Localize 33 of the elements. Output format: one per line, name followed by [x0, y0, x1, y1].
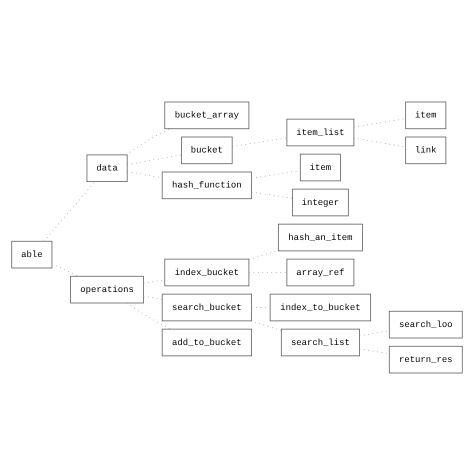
node-box: search_bucket — [162, 293, 252, 321]
node-box: search_loo — [388, 310, 463, 338]
connector — [359, 348, 390, 354]
connector — [232, 136, 288, 146]
connector — [126, 302, 172, 329]
node-box: bucket_array — [164, 101, 250, 129]
node-box: integer — [292, 188, 349, 216]
connector — [143, 278, 165, 284]
node-box: able — [11, 240, 52, 268]
node-box: operations — [70, 275, 144, 303]
connector — [354, 118, 406, 127]
connector — [143, 295, 163, 300]
node-box: bucket — [181, 136, 233, 164]
node-box: search_list — [280, 328, 360, 356]
node-box: array_ref — [286, 258, 354, 286]
node-box: index_bucket — [164, 258, 250, 286]
node-box: add_to_bucket — [162, 328, 252, 356]
node-box: return_res — [388, 345, 463, 373]
connector — [44, 181, 95, 241]
connector — [250, 320, 282, 330]
connector — [52, 262, 78, 276]
connector — [126, 128, 170, 155]
node-box: data — [86, 154, 128, 182]
node-box: index_to_bucket — [270, 293, 372, 321]
node-box: item_list — [286, 118, 354, 146]
node-box: item — [300, 153, 341, 181]
node-box: link — [405, 136, 446, 164]
connector — [126, 154, 182, 165]
connector — [354, 137, 406, 147]
connector — [251, 191, 293, 198]
node-box: item — [405, 101, 446, 129]
node-box: hash_function — [162, 171, 252, 199]
node-box: hash_an_item — [278, 223, 363, 251]
